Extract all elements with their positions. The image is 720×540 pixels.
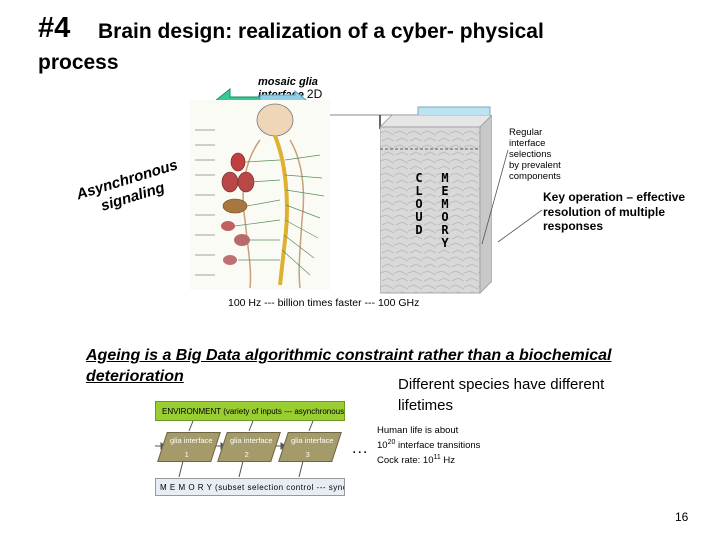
nervous-system-figure <box>190 100 330 290</box>
slide-title-continuation: process <box>38 51 119 74</box>
mosaic-line1: mosaic glia <box>258 76 318 88</box>
pointer-lines <box>481 149 543 245</box>
species-statement: Different species have different lifetim… <box>398 376 605 414</box>
human-life-note: Human life is about 1020 interface trans… <box>377 425 481 467</box>
environment-bar: ENVIRONMENT (variety of inputs --- async… <box>155 401 345 421</box>
asynchronous-signaling-label: Asynchronous signaling <box>73 156 179 214</box>
slide-title: Brain design: realization of a cyber- ph… <box>98 20 544 43</box>
page-number: 16 <box>675 510 689 524</box>
ageing-statement: Ageing is a Big Data algorithmic constra… <box>86 347 612 385</box>
slide-number: #4 <box>38 12 71 44</box>
mosaic-dim: 2D <box>306 87 323 101</box>
memory-bar: M E M O R Y (subset selection control --… <box>155 478 345 496</box>
frequency-scale: 100 Hz --- billion times faster --- 100 … <box>228 297 420 309</box>
continuation-dots: ... <box>352 440 369 457</box>
key-operation-note: Key operation – effective resolution of … <box>543 190 686 233</box>
cloud-memory-block <box>380 115 492 294</box>
